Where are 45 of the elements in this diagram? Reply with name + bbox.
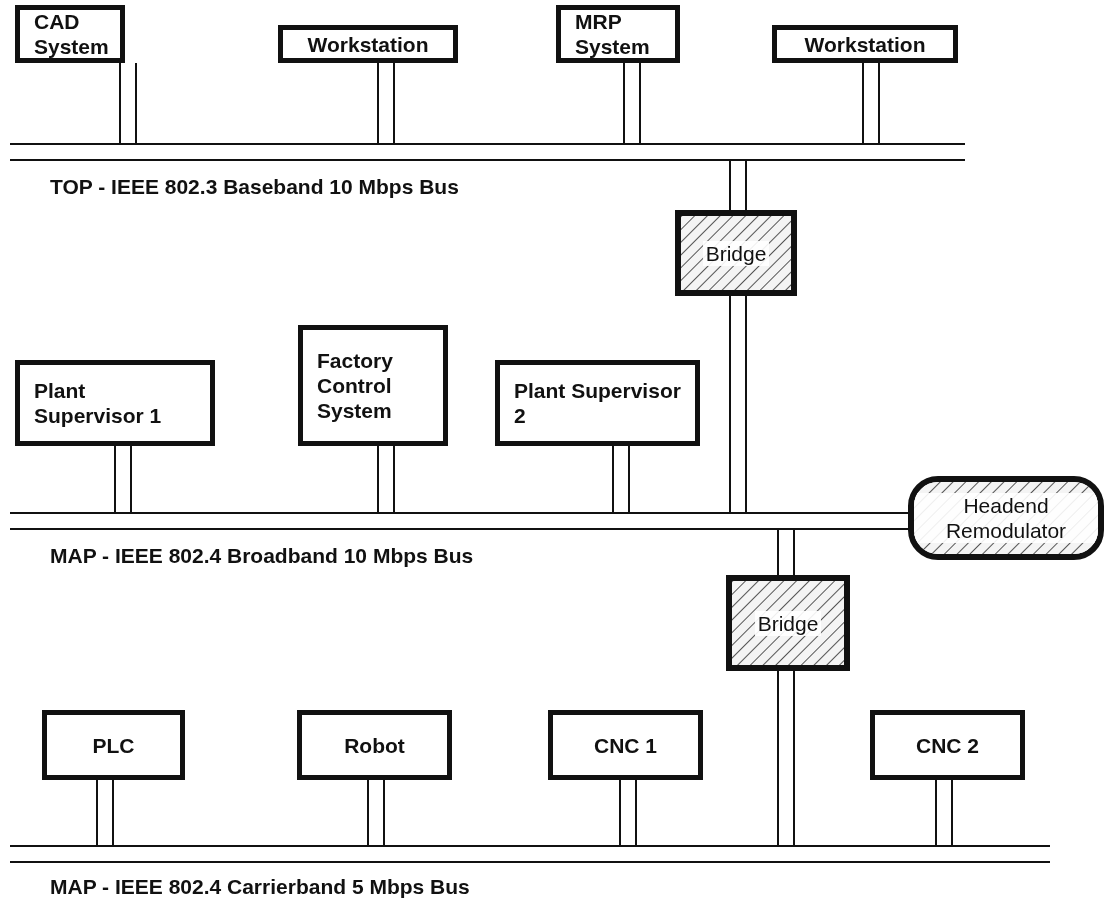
device-box (297, 710, 452, 780)
headend-box (908, 476, 1104, 560)
cable-drop (114, 445, 132, 514)
cable-drop (96, 779, 114, 847)
device-label: PLC (92, 732, 135, 758)
device-label: Plant Supervisor 1 (34, 378, 163, 428)
device-label: CNC 2 (916, 732, 979, 758)
cable-drop (619, 779, 637, 847)
cable-drop (729, 158, 747, 211)
cable-drop (119, 62, 137, 145)
cable-drop (777, 670, 795, 847)
device-label: CAD System (34, 9, 109, 59)
device-box (556, 5, 680, 63)
device-box (42, 710, 185, 780)
cable-drop (367, 779, 385, 847)
cable-drop (612, 445, 630, 514)
device-label: CNC 1 (594, 732, 657, 758)
device-label: MRP System (575, 9, 651, 59)
device-box (870, 710, 1025, 780)
bus-label: MAP - IEEE 802.4 Broadband 10 Mbps Bus (50, 543, 474, 568)
device-box (548, 710, 703, 780)
device-label: Headend Remodulator (914, 493, 1098, 543)
bus-label: MAP - IEEE 802.4 Carrierband 5 Mbps Bus (50, 874, 470, 899)
bridge-box (726, 575, 850, 671)
device-label: Workstation (307, 31, 429, 57)
bus-label: TOP - IEEE 802.3 Baseband 10 Mbps Bus (50, 174, 459, 199)
device-box (15, 360, 215, 446)
cable-drop (935, 779, 953, 847)
device-box (15, 5, 125, 63)
device-box (495, 360, 700, 446)
device-box (772, 25, 958, 63)
cable-drop (809, 512, 909, 530)
device-label: Workstation (804, 31, 926, 57)
device-box (298, 325, 448, 446)
bridge-box (675, 210, 797, 296)
device-label: Factory Control System (317, 348, 394, 423)
cable-drop (862, 62, 880, 145)
cable-drop (377, 62, 395, 145)
cable-drop (777, 527, 795, 576)
device-label: Robot (344, 732, 405, 758)
device-label: Plant Supervisor 2 (514, 378, 681, 428)
device-box (278, 25, 458, 63)
cable-drop (377, 445, 395, 514)
cable-drop (729, 295, 747, 514)
cable-drop (623, 62, 641, 145)
